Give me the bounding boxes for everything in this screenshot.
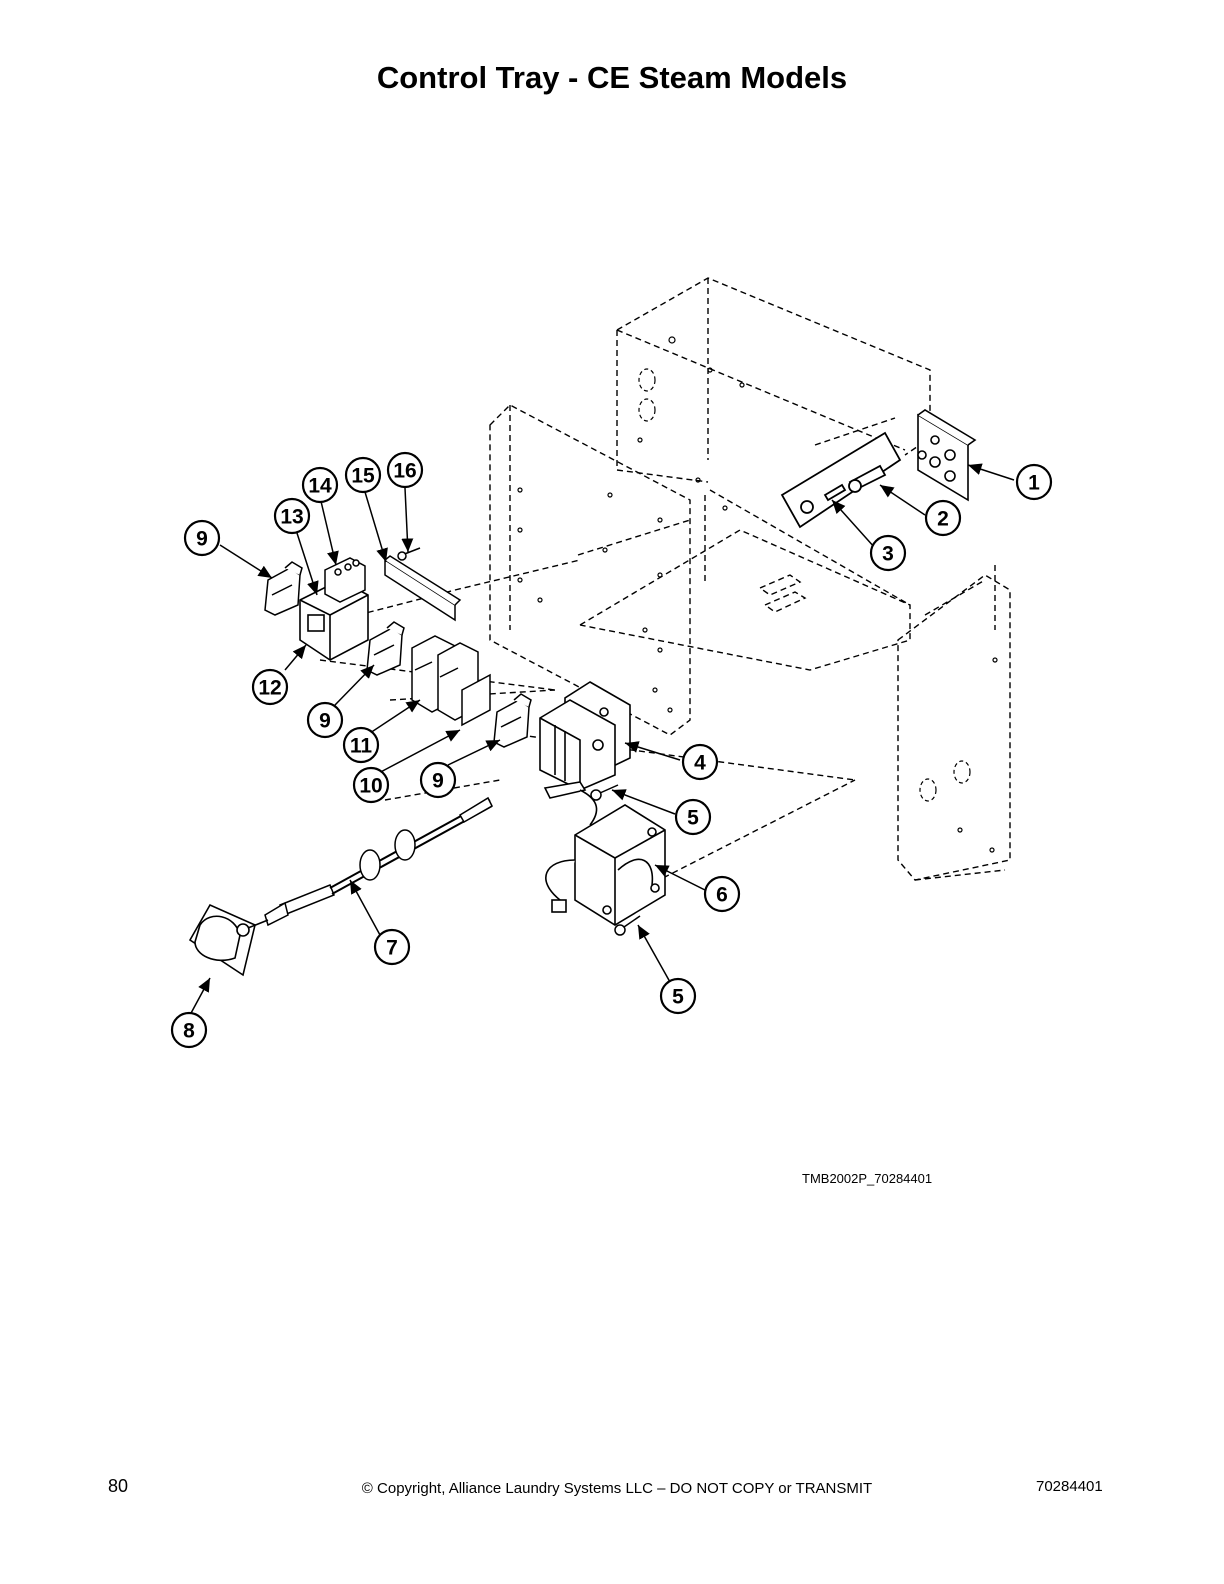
callout-bubbles [170,451,1053,1049]
part-14-switch-top [324,557,366,603]
callout-5-upper: 5 [687,807,699,830]
part-7-shaft [264,796,493,927]
part-5-screw-a [590,784,619,801]
callout-9-bottom: 9 [432,770,444,793]
part-15-din-rail [384,555,462,622]
figure-id: TMB2002P_70284401 [802,1171,933,1186]
callout-12: 12 [258,677,281,700]
callout-15: 15 [351,465,375,488]
callout-13: 13 [280,506,303,529]
part-9-end-clamp-a [264,561,303,616]
page-title: Control Tray - CE Steam Models [376,60,848,95]
part-4-contactor [539,681,631,791]
part-12-switch-block [299,579,369,661]
callout-10: 10 [359,775,382,798]
callout-9-middle: 9 [319,710,331,733]
callout-3: 3 [882,543,894,566]
part-6-transformer [543,781,666,926]
callout-8: 8 [183,1020,195,1043]
page-number: 80 [108,1476,129,1496]
callout-16: 16 [393,460,416,483]
callout-7: 7 [386,937,398,960]
callout-14: 14 [308,475,332,498]
leader-arrows [189,463,1015,1016]
copyright-notice: © Copyright, Alliance Laundry Systems LL… [361,1480,873,1497]
callout-1: 1 [1028,472,1040,495]
callout-5-lower: 5 [672,986,684,1009]
callout-2: 2 [937,508,949,531]
callout-11: 11 [350,735,373,758]
callout-4: 4 [694,752,706,775]
housing-holes [517,336,998,853]
part-2-fuse-holder [780,431,902,529]
part-16-screw [397,547,421,561]
part-10-end-plate [461,673,491,727]
part-8-selector-knob [188,903,269,977]
part-1-bracket [917,409,977,502]
part-5-screw-b [614,915,641,936]
callout-6: 6 [716,884,728,907]
control-tray-housing [299,277,1011,906]
document-number: 70284401 [1036,1478,1103,1495]
callout-9-top: 9 [196,528,208,551]
part-9-end-clamp-c [493,693,532,748]
